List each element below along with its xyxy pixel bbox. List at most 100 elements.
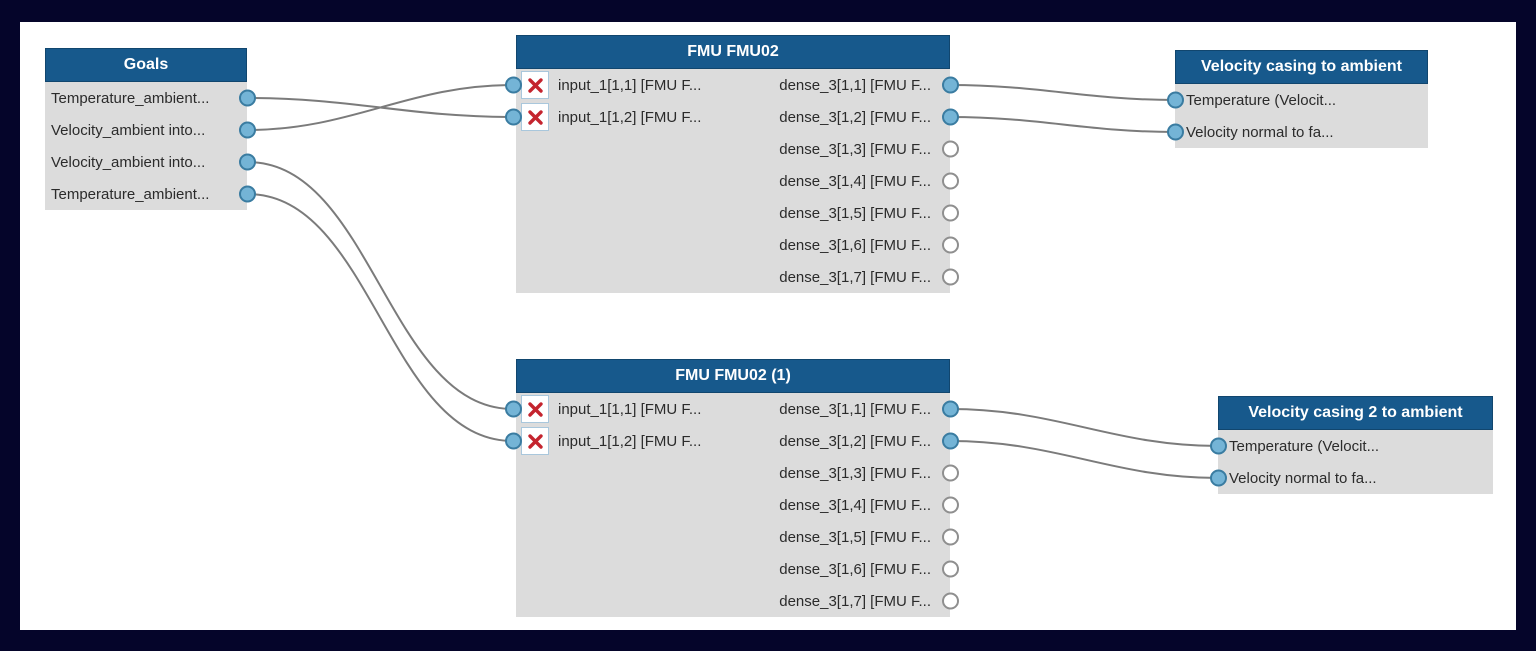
output-port[interactable] bbox=[239, 185, 256, 203]
input-port[interactable] bbox=[1167, 123, 1184, 141]
vc2a-row-1-label: Temperature (Velocit... bbox=[1229, 437, 1380, 455]
vc2a-row-1: Temperature (Velocit... bbox=[1210, 430, 1493, 462]
output-port[interactable] bbox=[239, 121, 256, 139]
red-x-icon bbox=[527, 433, 543, 449]
wire-fmu1-out2-vca2[interactable] bbox=[949, 116, 1177, 133]
wire-goals4-fmu2-in2[interactable] bbox=[247, 193, 514, 442]
fmu1-input-2-label: input_1[1,2] [FMU F... bbox=[558, 108, 702, 126]
goals-row-2: Velocity_ambient into... bbox=[45, 114, 256, 146]
fmu2-outputs-column: dense_3[1,1] [FMU F... dense_3[1,2] [FMU… bbox=[733, 393, 959, 617]
input-port[interactable] bbox=[1167, 91, 1184, 109]
fmu1-output-row-1: dense_3[1,1] [FMU F... bbox=[733, 69, 959, 101]
output-port-open[interactable] bbox=[942, 172, 959, 190]
fmu2-output-5-label: dense_3[1,5] [FMU F... bbox=[779, 528, 931, 546]
goals-row-4-label: Temperature_ambient... bbox=[51, 185, 210, 203]
node-goals-body: Temperature_ambient... Velocity_ambient … bbox=[45, 82, 256, 210]
node-fmu1-body: input_1[1,1] [FMU F... input_1[1,2] [FMU… bbox=[505, 69, 959, 293]
node-velocity-casing-header[interactable]: Velocity casing to ambient bbox=[1175, 50, 1428, 84]
input-port[interactable] bbox=[505, 400, 522, 418]
output-port[interactable] bbox=[942, 432, 959, 450]
goals-row-4: Temperature_ambient... bbox=[45, 178, 256, 210]
fmu1-input-row-1: input_1[1,1] [FMU F... bbox=[505, 69, 733, 101]
goals-row-3: Velocity_ambient into... bbox=[45, 146, 256, 178]
fmu2-output-row-5: dense_3[1,5] [FMU F... bbox=[733, 521, 959, 553]
fmu1-output-6-label: dense_3[1,6] [FMU F... bbox=[779, 236, 931, 254]
fmu1-output-row-6: dense_3[1,6] [FMU F... bbox=[733, 229, 959, 261]
node-fmu2-header[interactable]: FMU FMU02 (1) bbox=[516, 359, 950, 393]
output-port-open[interactable] bbox=[942, 528, 959, 546]
input-port[interactable] bbox=[1210, 469, 1227, 487]
vc2a-row-2-label: Velocity normal to fa... bbox=[1229, 469, 1377, 487]
delete-connection-button[interactable] bbox=[521, 427, 549, 455]
node-goals[interactable]: Goals Temperature_ambient... Velocity_am… bbox=[45, 48, 256, 210]
output-port-open[interactable] bbox=[942, 496, 959, 514]
goals-row-2-label: Velocity_ambient into... bbox=[51, 121, 206, 139]
delete-connection-button[interactable] bbox=[521, 395, 549, 423]
diagram-canvas[interactable]: Goals Temperature_ambient... Velocity_am… bbox=[20, 22, 1516, 630]
fmu2-output-2-label: dense_3[1,2] [FMU F... bbox=[779, 432, 931, 450]
vca-row-1-label: Temperature (Velocit... bbox=[1186, 91, 1337, 109]
output-port-open[interactable] bbox=[942, 236, 959, 254]
fmu2-output-1-label: dense_3[1,1] [FMU F... bbox=[779, 400, 931, 418]
input-port[interactable] bbox=[505, 76, 522, 94]
fmu1-output-1-label: dense_3[1,1] [FMU F... bbox=[779, 76, 931, 94]
fmu2-input-2-label: input_1[1,2] [FMU F... bbox=[558, 432, 702, 450]
node-fmu1[interactable]: FMU FMU02 input_1[1,1] [FMU F... bbox=[505, 35, 959, 293]
fmu2-output-7-label: dense_3[1,7] [FMU F... bbox=[779, 592, 931, 610]
fmu1-output-4-label: dense_3[1,4] [FMU F... bbox=[779, 172, 931, 190]
output-port[interactable] bbox=[239, 89, 256, 107]
fmu2-output-row-2: dense_3[1,2] [FMU F... bbox=[733, 425, 959, 457]
fmu1-output-row-2: dense_3[1,2] [FMU F... bbox=[733, 101, 959, 133]
output-port-open[interactable] bbox=[942, 140, 959, 158]
node-velocity-casing-2-header[interactable]: Velocity casing 2 to ambient bbox=[1218, 396, 1493, 430]
fmu1-output-5-label: dense_3[1,5] [FMU F... bbox=[779, 204, 931, 222]
output-port-open[interactable] bbox=[942, 560, 959, 578]
goals-row-3-label: Velocity_ambient into... bbox=[51, 153, 206, 171]
input-port[interactable] bbox=[505, 432, 522, 450]
output-port[interactable] bbox=[942, 108, 959, 126]
vca-row-2-label: Velocity normal to fa... bbox=[1186, 123, 1334, 141]
fmu2-inputs-column: input_1[1,1] [FMU F... input_1[1,2] [FMU… bbox=[505, 393, 733, 617]
output-port-open[interactable] bbox=[942, 592, 959, 610]
output-port[interactable] bbox=[942, 400, 959, 418]
red-x-icon bbox=[527, 77, 543, 93]
fmu2-input-row-2: input_1[1,2] [FMU F... bbox=[505, 425, 733, 457]
fmu2-output-row-4: dense_3[1,4] [FMU F... bbox=[733, 489, 959, 521]
node-goals-header[interactable]: Goals bbox=[45, 48, 247, 82]
fmu2-output-row-7: dense_3[1,7] [FMU F... bbox=[733, 585, 959, 617]
fmu2-output-row-6: dense_3[1,6] [FMU F... bbox=[733, 553, 959, 585]
output-port[interactable] bbox=[942, 76, 959, 94]
red-x-icon bbox=[527, 401, 543, 417]
fmu2-output-4-label: dense_3[1,4] [FMU F... bbox=[779, 496, 931, 514]
fmu2-output-3-label: dense_3[1,3] [FMU F... bbox=[779, 464, 931, 482]
wire-fmu2-out1-vc2a1[interactable] bbox=[949, 408, 1220, 447]
fmu2-output-row-1: dense_3[1,1] [FMU F... bbox=[733, 393, 959, 425]
fmu1-output-3-label: dense_3[1,3] [FMU F... bbox=[779, 140, 931, 158]
wire-fmu2-out2-vc2a2[interactable] bbox=[949, 440, 1220, 479]
red-x-icon bbox=[527, 109, 543, 125]
output-port[interactable] bbox=[239, 153, 256, 171]
node-velocity-casing-2[interactable]: Velocity casing 2 to ambient Temperature… bbox=[1210, 396, 1493, 494]
output-port-open[interactable] bbox=[942, 268, 959, 286]
fmu1-input-row-2: input_1[1,2] [FMU F... bbox=[505, 101, 733, 133]
node-fmu2[interactable]: FMU FMU02 (1) input_1[1,1] [FMU F... bbox=[505, 359, 959, 617]
input-port[interactable] bbox=[1210, 437, 1227, 455]
delete-connection-button[interactable] bbox=[521, 103, 549, 131]
fmu1-input-1-label: input_1[1,1] [FMU F... bbox=[558, 76, 702, 94]
fmu2-input-1-label: input_1[1,1] [FMU F... bbox=[558, 400, 702, 418]
wire-goals3-fmu2-in1[interactable] bbox=[247, 161, 514, 410]
wire-goals2-fmu1-in1[interactable] bbox=[247, 84, 514, 131]
fmu2-output-6-label: dense_3[1,6] [FMU F... bbox=[779, 560, 931, 578]
wire-fmu1-out1-vca1[interactable] bbox=[949, 84, 1177, 101]
output-port-open[interactable] bbox=[942, 464, 959, 482]
node-fmu1-header[interactable]: FMU FMU02 bbox=[516, 35, 950, 69]
node-velocity-casing[interactable]: Velocity casing to ambient Temperature (… bbox=[1167, 50, 1428, 148]
output-port-open[interactable] bbox=[942, 204, 959, 222]
input-port[interactable] bbox=[505, 108, 522, 126]
node-fmu2-body: input_1[1,1] [FMU F... input_1[1,2] [FMU… bbox=[505, 393, 959, 617]
delete-connection-button[interactable] bbox=[521, 71, 549, 99]
vca-row-2: Velocity normal to fa... bbox=[1167, 116, 1428, 148]
fmu1-output-row-3: dense_3[1,3] [FMU F... bbox=[733, 133, 959, 165]
fmu1-output-row-5: dense_3[1,5] [FMU F... bbox=[733, 197, 959, 229]
